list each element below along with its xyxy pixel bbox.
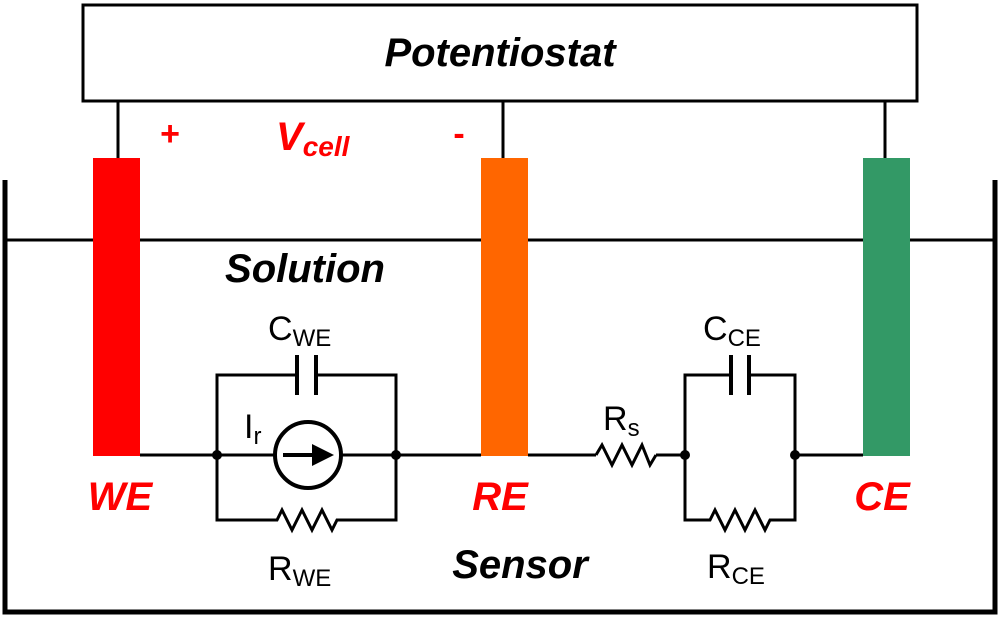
cce-right-wire — [749, 373, 797, 455]
we-label: WE — [88, 475, 154, 519]
node-2 — [391, 450, 401, 460]
vcell-label: Vcell — [276, 115, 351, 162]
cwe-left-wire — [215, 373, 297, 455]
rs-label: Rs — [603, 400, 640, 442]
reference-electrode — [481, 158, 528, 456]
cwe-label: CWE — [268, 310, 331, 352]
rce-sub: CE — [732, 563, 765, 590]
potentiostat-box — [81, 3, 919, 103]
current-source-circle — [273, 420, 343, 490]
vcell-sub: cell — [303, 131, 351, 162]
cwe-sub: WE — [293, 325, 332, 352]
node-1 — [212, 450, 222, 460]
ce-network — [683, 355, 797, 534]
we-network — [215, 355, 398, 534]
cce-label: CCE — [703, 310, 761, 352]
node-3 — [680, 450, 690, 460]
current-source-arrow-head — [312, 444, 334, 466]
vcell-main: V — [276, 115, 306, 159]
ce-label: CE — [854, 475, 911, 519]
vcell-minus: - — [453, 115, 464, 153]
cce-sub: CE — [728, 325, 761, 352]
rs-main: R — [603, 400, 628, 438]
ir-label: Ir — [244, 408, 261, 450]
rwe-main: R — [268, 550, 293, 588]
rwe-wire — [215, 455, 398, 534]
rwe-sub: WE — [293, 565, 332, 592]
rce-main: R — [707, 548, 732, 586]
potentiostat-label: Potentiostat — [384, 31, 617, 75]
rs-resistor — [594, 441, 658, 469]
rce-wire — [683, 455, 797, 534]
cce-left-wire — [683, 373, 731, 455]
rce-label: RCE — [707, 548, 765, 590]
cwe-right-wire — [316, 373, 398, 455]
ir-sub: r — [253, 423, 261, 450]
vcell-plus: + — [160, 115, 180, 153]
re-label: RE — [472, 475, 529, 519]
counter-electrode — [863, 158, 910, 456]
rwe-label: RWE — [268, 550, 331, 592]
cwe-main: C — [268, 310, 293, 348]
cell-container — [2, 180, 998, 615]
node-4 — [790, 450, 800, 460]
rs-sub: s — [628, 415, 640, 442]
cce-main: C — [703, 310, 728, 348]
working-electrode — [93, 158, 140, 456]
sensor-label: Sensor — [452, 543, 590, 587]
solution-label: Solution — [225, 247, 385, 291]
ir-main: I — [244, 408, 253, 446]
